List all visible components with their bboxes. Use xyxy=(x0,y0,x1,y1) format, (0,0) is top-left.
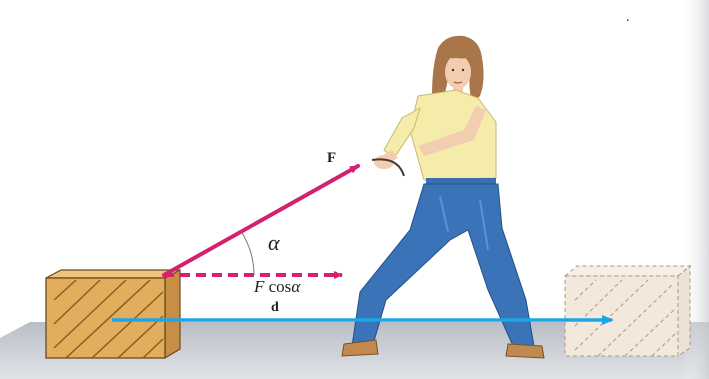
horizontal-component-label: F cosα xyxy=(254,277,300,297)
component-fn: cos xyxy=(269,277,292,296)
woman-figure xyxy=(342,36,544,358)
component-angle: α xyxy=(291,277,300,296)
angle-label: α xyxy=(268,230,280,256)
crate xyxy=(46,270,180,358)
force-vector-F xyxy=(164,166,358,275)
force-label: F xyxy=(327,150,336,167)
corner-mark: . xyxy=(626,10,630,26)
displacement-label: d xyxy=(271,300,279,316)
component-var: F xyxy=(254,277,264,296)
angle-arc xyxy=(241,231,254,275)
crate-final-position xyxy=(565,266,690,356)
